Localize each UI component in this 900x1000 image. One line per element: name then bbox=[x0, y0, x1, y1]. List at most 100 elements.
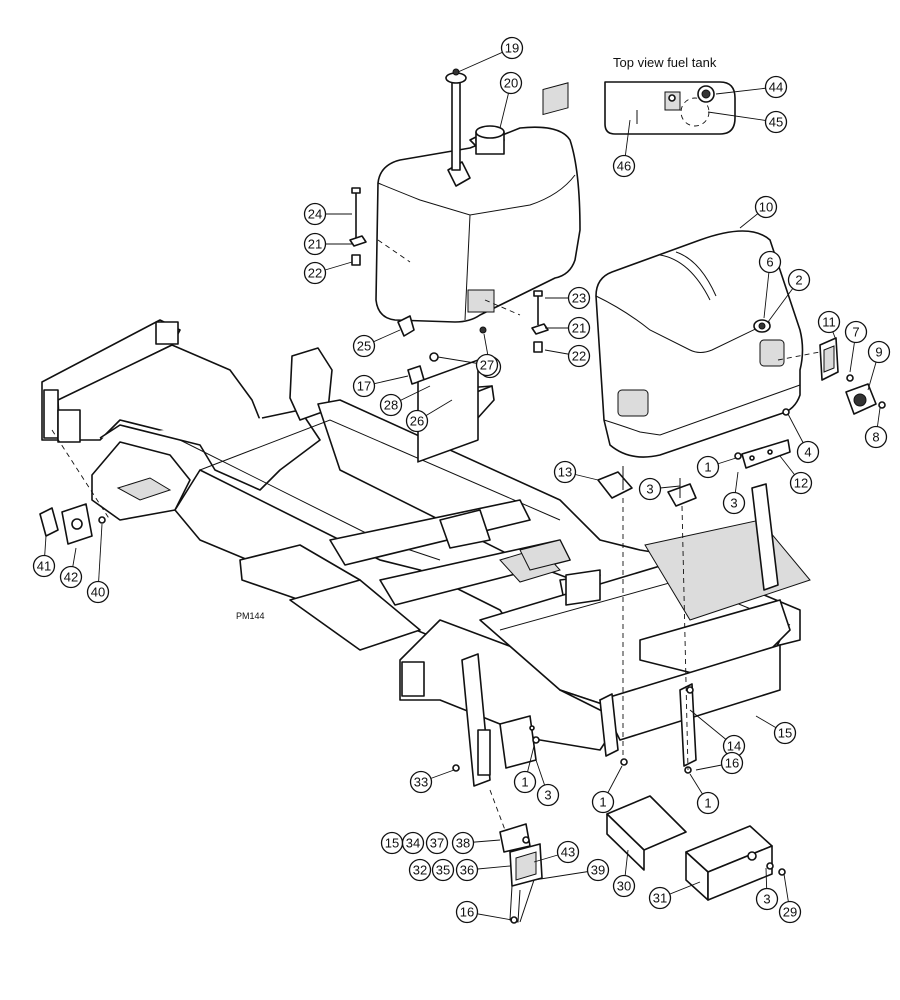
callout-27: 27 bbox=[437, 353, 499, 377]
callout-24: 24 bbox=[303, 202, 352, 226]
callout-number: 31 bbox=[653, 891, 667, 906]
callout-number: 3 bbox=[730, 496, 737, 511]
callout-number: 3 bbox=[763, 892, 770, 907]
callout-circle bbox=[32, 554, 56, 578]
callout-circle bbox=[758, 250, 782, 274]
callout-42: 42 bbox=[59, 547, 83, 589]
inset-title: Top view fuel tank bbox=[613, 55, 717, 70]
callout-circle bbox=[352, 334, 376, 358]
callout-9: 9 bbox=[867, 340, 891, 391]
hood-bracket bbox=[734, 439, 791, 469]
callout-21: 21 bbox=[545, 316, 591, 340]
callout-number: 35 bbox=[436, 863, 450, 878]
callout-number: 21 bbox=[572, 321, 586, 336]
callout-circle bbox=[303, 202, 327, 226]
callout-circle bbox=[513, 770, 537, 794]
callout-circle bbox=[722, 491, 746, 515]
callout-number: 43 bbox=[561, 845, 575, 860]
callout-1: 1 bbox=[689, 773, 720, 815]
callout-32: 32 bbox=[408, 858, 432, 882]
callout-leader bbox=[97, 523, 103, 593]
callout-number: 8 bbox=[872, 430, 879, 445]
callout-10: 10 bbox=[739, 195, 778, 229]
callout-3: 3 bbox=[638, 477, 681, 501]
callout-3: 3 bbox=[755, 867, 779, 911]
callout-43: 43 bbox=[533, 840, 580, 864]
callout-circle bbox=[499, 71, 523, 95]
callout-circle bbox=[755, 887, 779, 911]
callout-40: 40 bbox=[86, 523, 110, 604]
callout-26: 26 bbox=[405, 399, 453, 433]
callout-16: 16 bbox=[695, 751, 744, 775]
callout-number: 29 bbox=[783, 905, 797, 920]
callout-3: 3 bbox=[722, 471, 746, 515]
callout-41: 41 bbox=[32, 535, 56, 578]
callout-number: 1 bbox=[521, 775, 528, 790]
callout-number: 3 bbox=[646, 482, 653, 497]
callout-number: 11 bbox=[822, 315, 836, 330]
callout-circle bbox=[409, 770, 433, 794]
callout-number: 14 bbox=[727, 739, 741, 754]
engine-hood bbox=[595, 230, 831, 458]
callout-3: 3 bbox=[535, 759, 560, 807]
callout-circle bbox=[754, 195, 778, 219]
callout-circle bbox=[405, 409, 429, 433]
tail-light bbox=[782, 337, 886, 416]
callout-number: 15 bbox=[778, 726, 792, 741]
callout-circle bbox=[612, 154, 636, 178]
callout-circle bbox=[612, 874, 636, 898]
callout-46: 46 bbox=[612, 119, 636, 178]
callout-12: 12 bbox=[779, 455, 813, 495]
tank-bolt-right bbox=[531, 290, 549, 353]
callout-leader bbox=[707, 111, 777, 123]
callout-circle bbox=[451, 831, 475, 855]
callout-number: 21 bbox=[308, 237, 322, 252]
callout-number: 12 bbox=[794, 476, 808, 491]
callout-number: 1 bbox=[704, 460, 711, 475]
callout-number: 16 bbox=[460, 905, 474, 920]
callout-35: 35 bbox=[431, 858, 455, 882]
callout-number: 4 bbox=[804, 445, 811, 460]
callout-number: 9 bbox=[875, 345, 882, 360]
callout-11: 11 bbox=[817, 310, 841, 341]
callout-number: 42 bbox=[64, 570, 78, 585]
callout-circle bbox=[500, 36, 524, 60]
callout-circle bbox=[778, 900, 802, 924]
top-view-inset: Top view fuel tank bbox=[604, 55, 736, 135]
callout-circle bbox=[401, 831, 425, 855]
pedal-assembly bbox=[499, 823, 543, 924]
callout-1: 1 bbox=[513, 745, 537, 794]
callout-20: 20 bbox=[499, 71, 523, 129]
main-frame bbox=[41, 319, 811, 787]
callout-circle bbox=[556, 840, 580, 864]
callout-number: 41 bbox=[37, 559, 51, 574]
callout-circle bbox=[764, 110, 788, 134]
callout-circle bbox=[864, 425, 888, 449]
callout-number: 34 bbox=[406, 836, 420, 851]
callout-17: 17 bbox=[352, 374, 409, 398]
callout-34: 34 bbox=[401, 831, 425, 855]
callout-circle bbox=[696, 791, 720, 815]
callout-number: 46 bbox=[617, 159, 631, 174]
callout-number: 24 bbox=[308, 207, 322, 222]
callout-38: 38 bbox=[451, 831, 501, 855]
callout-number: 38 bbox=[456, 836, 470, 851]
callout-circle bbox=[475, 353, 499, 377]
callout-8: 8 bbox=[864, 407, 888, 449]
callout-15: 15 bbox=[380, 831, 404, 855]
callout-1: 1 bbox=[591, 765, 623, 814]
callout-circle bbox=[86, 580, 110, 604]
callout-number: 1 bbox=[599, 795, 606, 810]
callout-circle bbox=[408, 858, 432, 882]
callout-22: 22 bbox=[303, 261, 353, 285]
callout-circle bbox=[586, 858, 610, 882]
callout-number: 26 bbox=[410, 414, 424, 429]
callout-number: 7 bbox=[852, 325, 859, 340]
callout-45: 45 bbox=[707, 110, 788, 134]
callout-circle bbox=[638, 477, 662, 501]
callout-15: 15 bbox=[755, 715, 797, 745]
callout-layer: 1920444546102421226223212211798251827172… bbox=[32, 36, 891, 924]
rear-hitch-parts bbox=[39, 429, 111, 545]
callout-19: 19 bbox=[457, 36, 524, 73]
